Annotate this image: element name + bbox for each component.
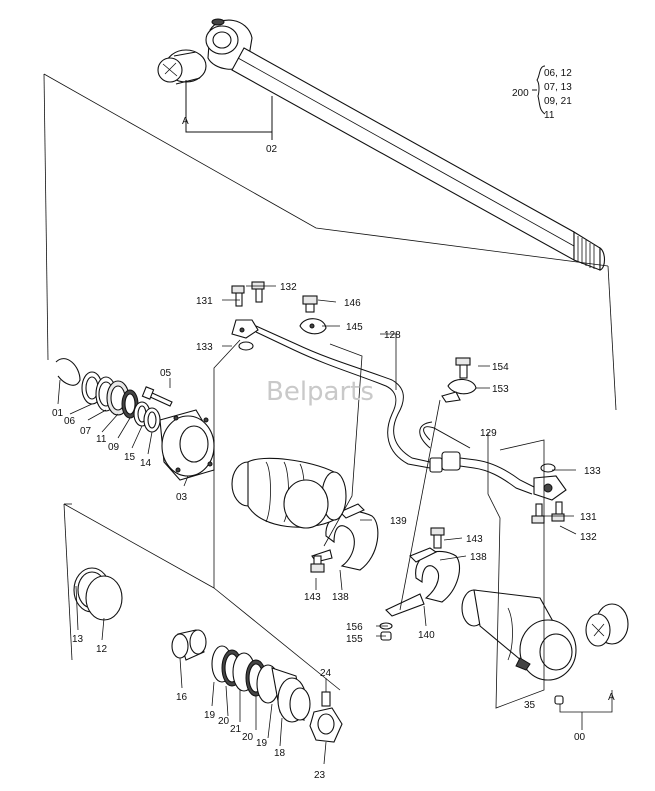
- callout-139: 139: [390, 516, 407, 527]
- callout-09: 09: [108, 442, 120, 453]
- callout-A-top: A: [182, 116, 189, 127]
- pipe-128: [231, 281, 461, 473]
- bushing-16: [171, 629, 207, 661]
- cylinder-head: [159, 409, 215, 481]
- callout-13: 13: [72, 634, 84, 645]
- callout-138a: 138: [332, 592, 349, 603]
- bolt-05: [141, 386, 173, 407]
- pipe-129: [419, 421, 567, 524]
- callout-19b: 19: [256, 738, 268, 749]
- callout-16: 16: [176, 692, 188, 703]
- band-138-140: [385, 527, 460, 617]
- callout-03: 03: [176, 492, 188, 503]
- nut-23: [309, 691, 343, 743]
- callout-14: 14: [140, 458, 152, 469]
- callout-143b: 143: [466, 534, 483, 545]
- cylinder-tube: [231, 457, 347, 529]
- callout-131b: 131: [580, 512, 597, 523]
- watermark-text: Belparts: [266, 377, 374, 407]
- callout-A-bottom: A: [608, 692, 615, 703]
- callout-154: 154: [492, 362, 509, 373]
- clamp-153: [441, 357, 477, 403]
- callout-156: 156: [346, 622, 363, 633]
- callout-153: 153: [492, 384, 509, 395]
- callout-01: 01: [52, 408, 64, 419]
- callout-12: 12: [96, 644, 108, 655]
- callout-20b: 20: [242, 732, 254, 743]
- callout-07: 07: [80, 426, 92, 437]
- callout-15: 15: [124, 452, 136, 463]
- callout-19a: 19: [204, 710, 216, 721]
- bushing-a-bottom: [585, 603, 629, 647]
- callout-11: 11: [96, 434, 107, 445]
- bushing-a-top: [157, 49, 207, 85]
- callout-24: 24: [320, 668, 332, 679]
- kit-member-1: 06, 12: [544, 68, 572, 79]
- callout-155: 155: [346, 634, 363, 645]
- rings-12-13: [73, 567, 123, 621]
- callout-143a: 143: [304, 592, 321, 603]
- callout-138b: 138: [470, 552, 487, 563]
- callout-20a: 20: [218, 716, 230, 727]
- callout-132b: 132: [580, 532, 597, 543]
- kit-member-3: 09, 21: [544, 96, 572, 107]
- callout-128: 128: [384, 330, 401, 341]
- kit-number: 200: [512, 88, 529, 99]
- callout-132a: 132: [280, 282, 297, 293]
- callout-05: 05: [160, 368, 172, 379]
- callout-129: 129: [480, 428, 497, 439]
- callout-18: 18: [274, 748, 286, 759]
- kit-member-2: 07, 13: [544, 82, 572, 93]
- callout-23: 23: [314, 770, 326, 781]
- callout-133b: 133: [584, 466, 601, 477]
- callout-02: 02: [266, 144, 278, 155]
- callout-140: 140: [418, 630, 435, 641]
- callout-06: 06: [64, 416, 76, 427]
- callout-131a: 131: [196, 296, 213, 307]
- cylinder-bottom: [461, 589, 577, 681]
- band-139: [310, 503, 379, 573]
- callout-145: 145: [346, 322, 363, 333]
- callout-146: 146: [344, 298, 361, 309]
- callout-35: 35: [524, 700, 536, 711]
- callout-21: 21: [230, 724, 242, 735]
- kit-member-4: 11: [544, 110, 555, 121]
- piston-rod: [205, 18, 606, 271]
- callout-133a: 133: [196, 342, 213, 353]
- piston-seals: [211, 645, 311, 723]
- callout-00: 00: [574, 732, 586, 743]
